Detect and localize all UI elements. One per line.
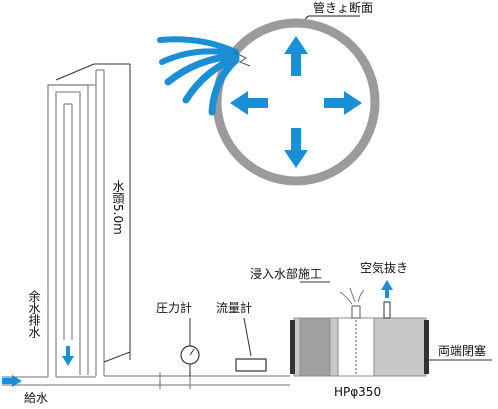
test-pipe xyxy=(290,301,429,377)
supply-pipe xyxy=(47,69,105,377)
pipe-cross-section-ring xyxy=(212,18,380,186)
arrow-left-icon xyxy=(230,91,268,115)
pressure-title: 水圧 xyxy=(282,90,309,105)
pressure-arrows xyxy=(230,36,362,168)
horizontal-pipe xyxy=(2,372,290,389)
pressure-gauge xyxy=(180,318,200,376)
surplus-drain-label: 余水排水 xyxy=(27,290,41,338)
flow-meter xyxy=(235,358,267,372)
intrusion-water-icon xyxy=(339,287,365,305)
supply-arrow-icon xyxy=(2,375,22,387)
pipe-spec-label: HPφ350 xyxy=(334,385,382,399)
pipe-section-label: 管きょ断面 xyxy=(313,1,374,15)
flow-meter-label: 流量計 xyxy=(216,301,253,315)
arrow-down-icon xyxy=(284,128,308,168)
water-jet-icon xyxy=(157,36,240,116)
head-label: 水頭5.0m xyxy=(111,180,125,235)
pressure-gauge-label: 圧力計 xyxy=(156,301,193,315)
drain-arrow-icon xyxy=(62,346,74,366)
flow-meter-leader xyxy=(243,317,252,357)
surplus-pipe xyxy=(63,103,73,340)
arrow-right-icon xyxy=(324,91,362,115)
supply-label: 給水 xyxy=(24,391,49,405)
both-ends-closed-label: 両端閉塞 xyxy=(438,344,487,358)
air-release-label: 空気抜き xyxy=(360,261,409,275)
leak-crack xyxy=(233,51,251,67)
pressure-value: 0.05MPa xyxy=(264,110,328,125)
air-release-arrow-icon xyxy=(381,280,393,298)
head-dimension-bottom xyxy=(103,351,131,363)
head-dimension-top xyxy=(55,63,95,81)
intrusion-work-label: 浸入水部施工 xyxy=(250,267,323,281)
arrow-up-icon xyxy=(284,36,308,76)
